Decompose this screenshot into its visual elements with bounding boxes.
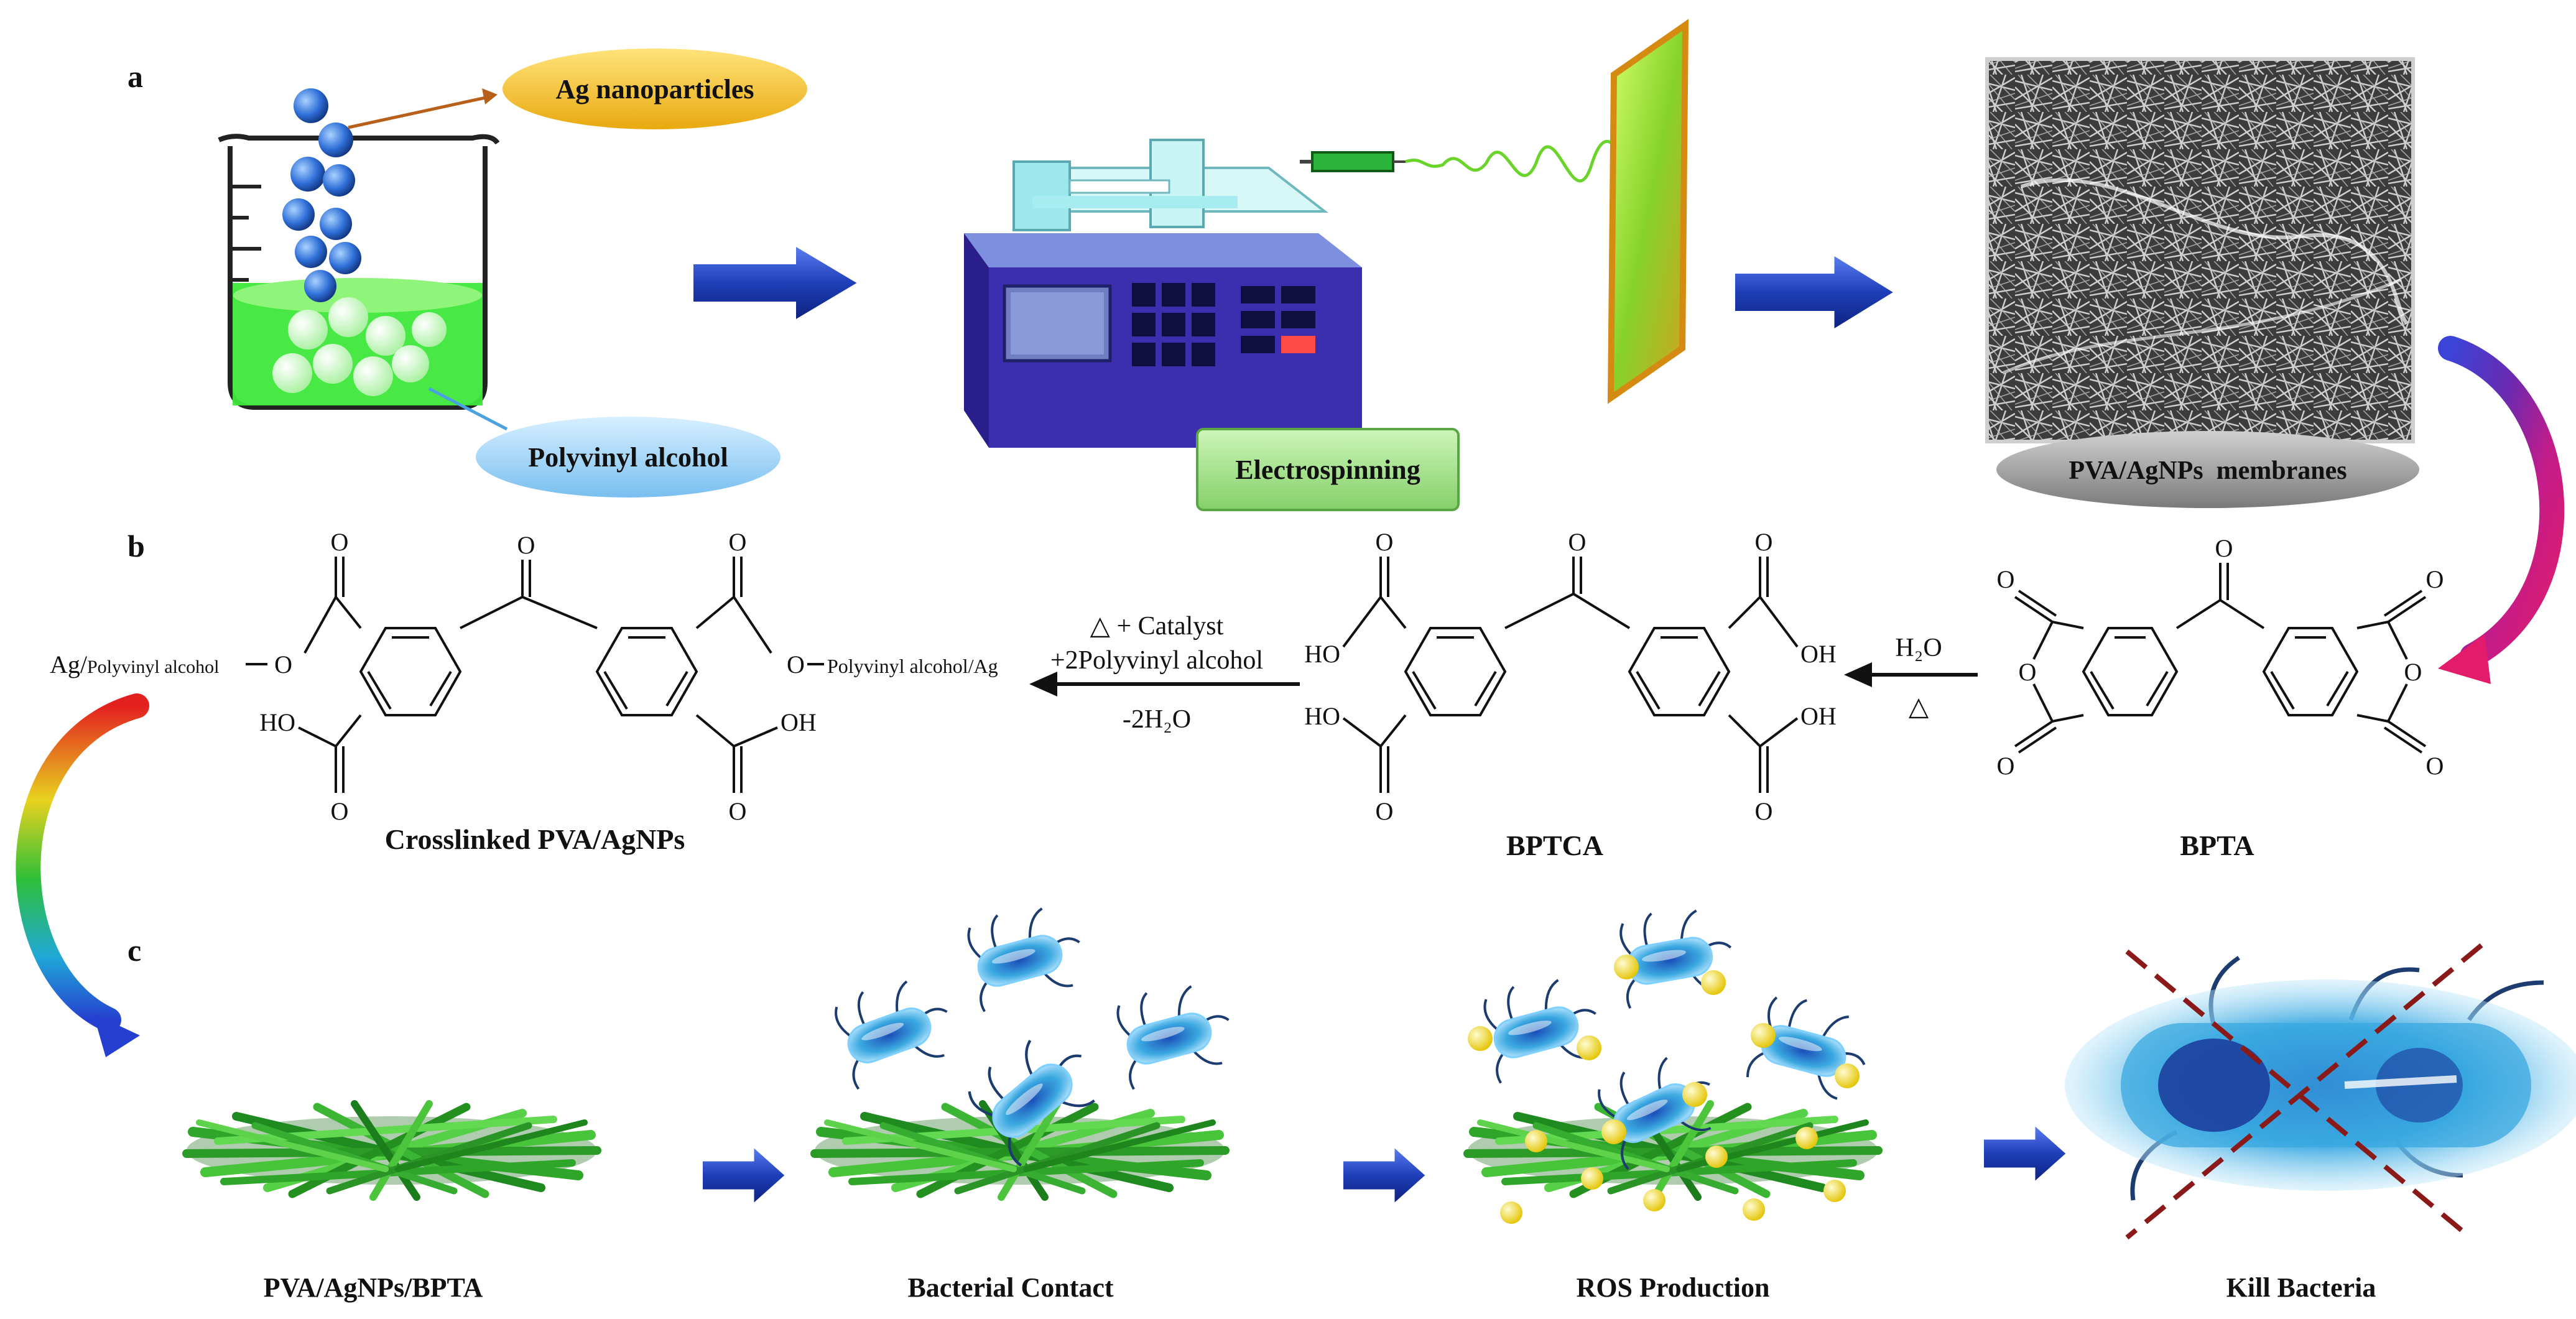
product-right-substituent: Polyvinyl alcohol/Ag [827, 655, 998, 677]
panel-letter-b: b [127, 529, 145, 563]
bacterium-icon [960, 897, 1090, 1012]
reaction2-conditions-1: H₂O [1895, 634, 1942, 662]
membranes-oval [1996, 431, 2419, 508]
atom-o: O [2215, 534, 2233, 562]
step-arrow-1 [703, 1148, 785, 1203]
bpta-structure [2014, 563, 2427, 754]
bpta-name: BPTA [2180, 830, 2254, 861]
atom-ho: HO [1304, 702, 1340, 730]
atom-o: O [1755, 797, 1773, 825]
collector-plate-icon [1607, 19, 1689, 404]
bacterium-icon [1476, 968, 1606, 1083]
atom-o: O [517, 531, 535, 559]
step-label-4: Kill Bacteria [2226, 1272, 2376, 1303]
atom-o: O [1376, 797, 1394, 825]
atom-o: O [274, 650, 292, 678]
step-label-2: Bacterial Contact [907, 1272, 1113, 1303]
fiber-mat-icon [187, 1104, 597, 1197]
bptca-name: BPTCA [1506, 830, 1603, 861]
bacterium-icon [1110, 974, 1239, 1090]
ag-nanoparticles-label: Ag nanoparticles [556, 74, 754, 104]
pva-callout-line [428, 387, 508, 431]
reaction1-conditions-2: +2Polyvinyl alcohol [1050, 646, 1263, 675]
atom-o: O [1376, 528, 1394, 556]
step-arrow-2 [1343, 1148, 1425, 1203]
beaker-icon [218, 88, 500, 410]
ag-nanoparticles-oval [503, 49, 807, 129]
atom-oh: OH [781, 708, 817, 736]
atom-oh: OH [1800, 640, 1837, 668]
atom-o: O [1997, 752, 2015, 780]
sem-membrane-image [1985, 57, 2415, 443]
pva-particles [272, 297, 447, 396]
atom-ho: HO [259, 708, 295, 736]
bacterium-icon [1746, 991, 1876, 1106]
ag-particles [282, 88, 361, 302]
kill-x-mark [2125, 943, 2483, 1240]
atom-o: O [1568, 528, 1587, 556]
reaction2-conditions-2: △ [1909, 693, 1929, 721]
dead-bacterium-icon [2065, 956, 2576, 1201]
atom-o: O [787, 650, 805, 678]
atom-o: O [2019, 658, 2037, 686]
bacterium-icon [827, 968, 961, 1090]
atom-o: O [2404, 658, 2422, 686]
atom-o: O [2426, 565, 2444, 593]
bptca-structure [1342, 557, 1799, 793]
step-label-1: PVA/AgNPs/BPTA [264, 1272, 483, 1303]
reaction1-conditions-3: -2H₂O [1123, 705, 1191, 734]
reaction1-conditions-1: △ + Catalyst [1090, 612, 1224, 641]
atom-o: O [331, 528, 349, 556]
atom-o: O [729, 797, 747, 825]
atom-ho: HO [1304, 640, 1340, 668]
atom-o: O [331, 797, 349, 825]
panel-letter-a: a [127, 59, 143, 94]
ros-particles [1468, 955, 1860, 1224]
ag-callout-line [348, 95, 492, 129]
process-arrow-1 [693, 247, 857, 319]
atom-o: O [1755, 528, 1773, 556]
connector-arrow-a-to-b [2438, 336, 2565, 669]
process-arrow-2 [1735, 256, 1893, 328]
electrospinning-label: Electrospinning [1235, 455, 1420, 485]
atom-o: O [2426, 752, 2444, 780]
panel-letter-c: c [127, 933, 141, 968]
atom-oh: OH [1800, 702, 1837, 730]
atom-o: O [1997, 565, 2015, 593]
electrospinning-box [1196, 428, 1460, 511]
step-arrow-3 [1984, 1126, 2066, 1181]
membranes-label: PVA/AgNPs membranes [2069, 456, 2347, 485]
step-label-3: ROS Production [1577, 1272, 1770, 1303]
connector-arrow-b-to-c [16, 693, 149, 1032]
crosslinked-product-structure [298, 557, 778, 793]
polyvinyl-alcohol-label: Polyvinyl alcohol [528, 442, 728, 473]
product-left-substituent: Ag/Polyvinyl alcohol [50, 650, 220, 678]
syringe-pump-icon [964, 139, 1406, 448]
polyvinyl-alcohol-oval [476, 417, 781, 498]
atom-o: O [729, 528, 747, 556]
crosslinked-product-name: Crosslinked PVA/AgNPs [385, 823, 685, 855]
